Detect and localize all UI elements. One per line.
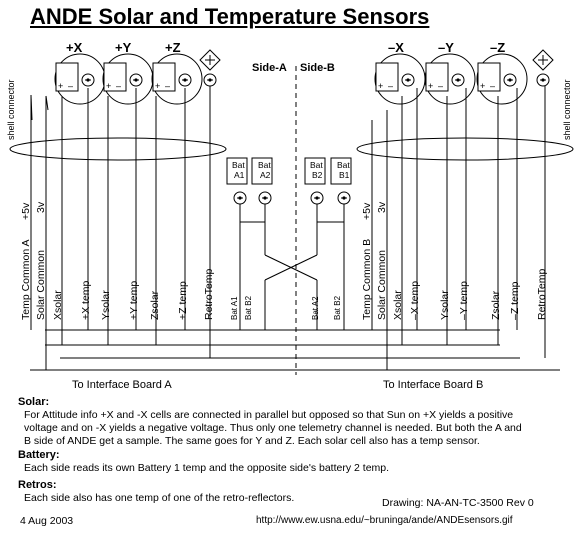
wire (30, 94, 33, 121)
wire-label: Xsolar (52, 290, 64, 320)
wire (45, 95, 49, 111)
cell-minus-label: – (68, 81, 73, 91)
v3-b-label: 3v (376, 201, 388, 213)
solar-cell-axis-label: –Z (490, 40, 505, 55)
battery-box (304, 157, 326, 185)
battery-label: A1 (234, 170, 245, 180)
temp-sensor-dot (315, 196, 319, 200)
cell-minus-label: – (490, 81, 495, 91)
side-b-label: Side-B (300, 62, 335, 74)
cell-minus-label: – (116, 81, 121, 91)
crossover-wire (264, 254, 318, 281)
harness-ellipse-b (356, 137, 574, 161)
temp-sensor-dot (263, 196, 267, 200)
solar-note-line: B side of ANDE get a sample. The same go… (24, 435, 480, 447)
wire-label: Zsolar (149, 290, 161, 320)
solar-cell-icon (152, 62, 176, 92)
battery-label: Bat (258, 160, 271, 170)
interface-board-a-label: To Interface Board A (72, 379, 172, 391)
notes-section: Solar: For Attitude info +X and -X cells… (18, 396, 578, 505)
temp-sensor-dot (86, 78, 90, 82)
wire-label: Ysolar (439, 290, 451, 320)
battery-label: B1 (339, 170, 350, 180)
battery-note-line: Each side reads its own Battery 1 temp a… (24, 462, 390, 474)
battery-label: B2 (312, 170, 323, 180)
temp-sensor-dot (508, 78, 512, 82)
page-title: ANDE Solar and Temperature Sensors (30, 4, 430, 29)
shell-connector-label-a: shell connector (6, 79, 16, 140)
side-a-label: Side-A (252, 62, 287, 74)
harness-ellipse-a (9, 137, 227, 161)
wire-label: +X temp (80, 280, 92, 320)
temp-common-b-label: Temp Common B (361, 239, 373, 320)
temp-sensor-dot (541, 78, 545, 82)
solar-cell-icon (55, 62, 79, 92)
temp-sensor-dot (208, 78, 212, 82)
battery-box (226, 157, 248, 185)
temp-sensor-dot (183, 78, 187, 82)
battery-box (330, 157, 352, 185)
cell-plus-label: + (480, 81, 485, 91)
solar-cell-axis-label: +Y (115, 40, 132, 55)
solar-heading: Solar: (18, 396, 50, 408)
solar-common-b-label: Solar Common (376, 250, 388, 320)
wire-label: +Z temp (177, 281, 189, 320)
solar-note-line: For Attitude info +X and -X cells are co… (24, 409, 514, 421)
temp-sensor-dot (238, 196, 242, 200)
wire-label: RetroTemp (536, 268, 548, 320)
temp-sensor-dot (342, 196, 346, 200)
plus5v-b-label: +5v (361, 202, 373, 220)
date-label: 4 Aug 2003 (20, 515, 74, 527)
temp-common-a-label: Temp Common A (20, 239, 32, 320)
solar-cell-axis-label: –X (388, 40, 404, 55)
solar-cell-axis-label: –Y (438, 40, 454, 55)
battery-label: A2 (260, 170, 271, 180)
solar-cell-icon (425, 62, 449, 92)
cell-plus-label: + (428, 81, 433, 91)
wire-label: RetroTemp (203, 268, 215, 320)
battery-box (251, 157, 273, 185)
cell-minus-label: – (165, 81, 170, 91)
temp-sensor-dot (456, 78, 460, 82)
cell-minus-label: – (438, 81, 443, 91)
wire-label: Bat B2 (244, 295, 253, 320)
solar-note-line: voltage and on -X yields a negative volt… (24, 422, 522, 434)
wire-label: Ysolar (100, 290, 112, 320)
solar-cell-axis-label: +X (66, 40, 83, 55)
cell-plus-label: + (378, 81, 383, 91)
solar-common-a-label: Solar Common (35, 250, 47, 320)
wire-label: Bat A2 (311, 296, 320, 320)
cell-plus-label: + (155, 81, 160, 91)
wire-label: –Z temp (509, 281, 521, 320)
battery-heading: Battery: (18, 449, 60, 461)
plus5v-a-label: +5v (20, 202, 32, 220)
interface-board-b-label: To Interface Board B (383, 379, 483, 391)
v3-a-label: 3v (35, 201, 47, 213)
cell-plus-label: + (106, 81, 111, 91)
drawing-id: Drawing: NA-AN-TC-3500 Rev 0 (382, 497, 534, 509)
solar-cell-icon (103, 62, 127, 92)
cell-minus-label: – (388, 81, 393, 91)
wire-label: Zsolar (490, 290, 502, 320)
wire-label: Bat B2 (333, 295, 342, 320)
shell-connector-label-b: shell connector (562, 79, 572, 140)
battery-label: Bat (310, 160, 323, 170)
battery-label: Bat (337, 160, 350, 170)
solar-cell-icon (477, 62, 501, 92)
wire-label: –X temp (409, 281, 421, 320)
wire-label: –Y temp (458, 281, 470, 320)
wire-label: Bat A1 (230, 296, 239, 320)
solar-cell-icon (375, 62, 399, 92)
wire-label: +Y temp (128, 281, 140, 320)
wire-label: Xsolar (392, 290, 404, 320)
battery-label: Bat (232, 160, 245, 170)
retros-heading: Retros: (18, 479, 57, 491)
temp-sensor-dot (406, 78, 410, 82)
retros-note-line: Each side also has one temp of one of th… (24, 492, 295, 504)
url-label: http://www.ew.usna.edu/~bruninga/ande/AN… (256, 515, 513, 526)
solar-cell-axis-label: +Z (165, 40, 181, 55)
cell-plus-label: + (58, 81, 63, 91)
temp-sensor-dot (134, 78, 138, 82)
